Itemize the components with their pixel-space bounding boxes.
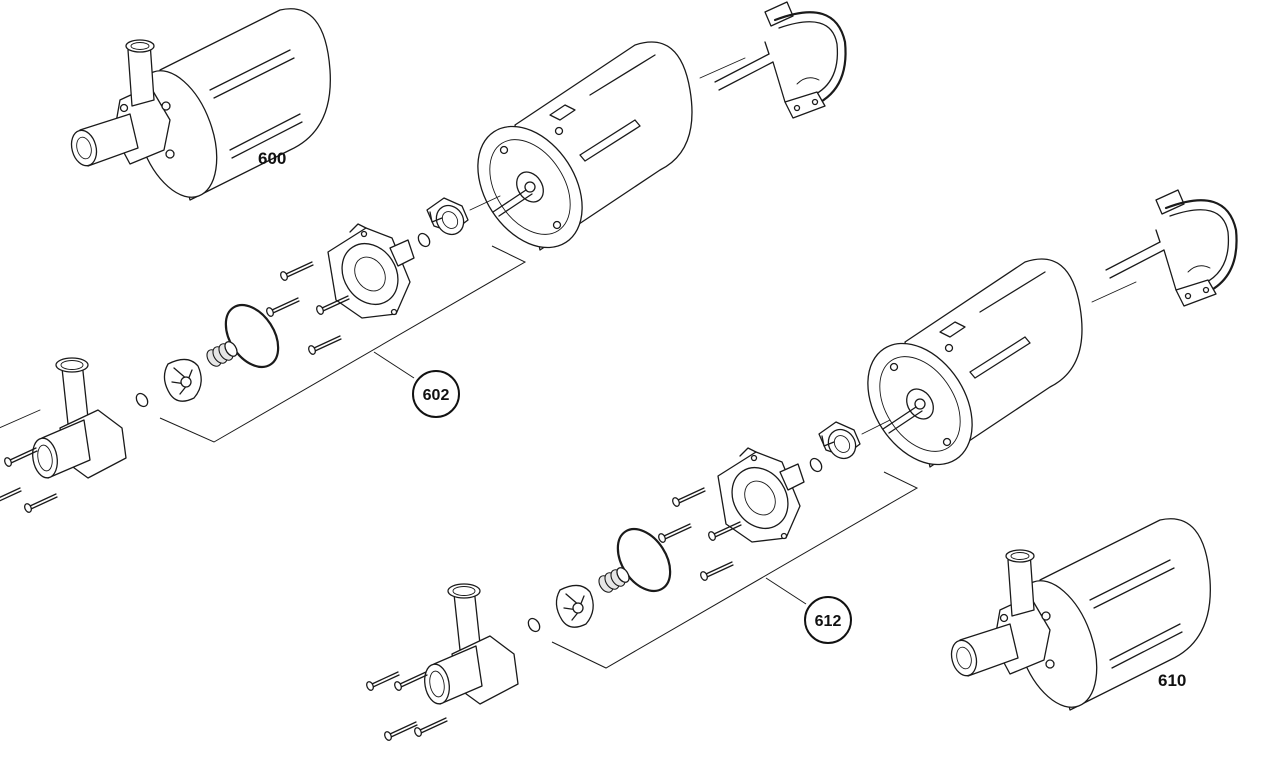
label-610: 610 [1158, 671, 1186, 690]
callout-602: 602 [412, 370, 460, 418]
callout-circle-612 [804, 596, 852, 644]
impeller-top [163, 358, 202, 402]
callout-label-612: 612 [815, 613, 842, 630]
mounting-bracket-top [713, 0, 847, 120]
mounting-bracket-bottom [1104, 188, 1238, 308]
label-600: 600 [258, 149, 286, 168]
washer-top-2 [135, 392, 149, 408]
axis-line-top-shaft [469, 195, 501, 211]
spring-seal-top [203, 338, 241, 370]
washer-top [417, 232, 431, 248]
volute-plate-bottom [717, 447, 805, 543]
assembly-top [0, 0, 847, 514]
bracket-line-612 [551, 471, 919, 669]
screw-top-6 [0, 487, 22, 508]
screw-bottom-1 [670, 487, 706, 508]
axis-line-top-bracket [699, 57, 746, 79]
spring-seal-bottom [595, 564, 633, 596]
axis-line-top-left [0, 409, 41, 429]
screw-bottom-4 [698, 561, 734, 582]
leader-line-602 [373, 351, 415, 379]
screw-top-2 [264, 297, 300, 318]
callout-label-602: 602 [423, 387, 450, 404]
assembled-pump-600-drawing [67, 8, 331, 209]
volute-plate-top [327, 223, 415, 319]
axis-line-bottom-bracket [1091, 281, 1137, 303]
screw-top-1 [278, 261, 314, 282]
seal-holder-top [426, 197, 470, 241]
axis-line-bottom-shaft [861, 419, 891, 435]
seal-holder-bottom [818, 421, 862, 465]
screw-bottom-2 [656, 523, 692, 544]
washer-bottom-2 [527, 617, 541, 633]
washer-bottom [809, 457, 823, 473]
screw-top-7 [22, 493, 58, 514]
assembly-bottom [364, 188, 1238, 742]
screw-bottom-7 [382, 721, 418, 742]
leader-line-612 [765, 577, 807, 605]
impeller-bottom [555, 584, 594, 628]
pump-head-bottom [421, 583, 519, 707]
o-ring-bottom [616, 527, 672, 593]
motor-top [455, 41, 693, 268]
callout-612: 612 [804, 596, 852, 644]
screw-top-5 [2, 447, 38, 468]
screw-top-4 [306, 335, 342, 356]
motor-bottom [845, 258, 1083, 485]
callout-circle-602 [412, 370, 460, 418]
bracket-line-602 [159, 245, 527, 443]
screw-bottom-5 [364, 671, 400, 692]
screw-bottom-8 [412, 717, 448, 738]
pump-head-top [29, 357, 127, 481]
